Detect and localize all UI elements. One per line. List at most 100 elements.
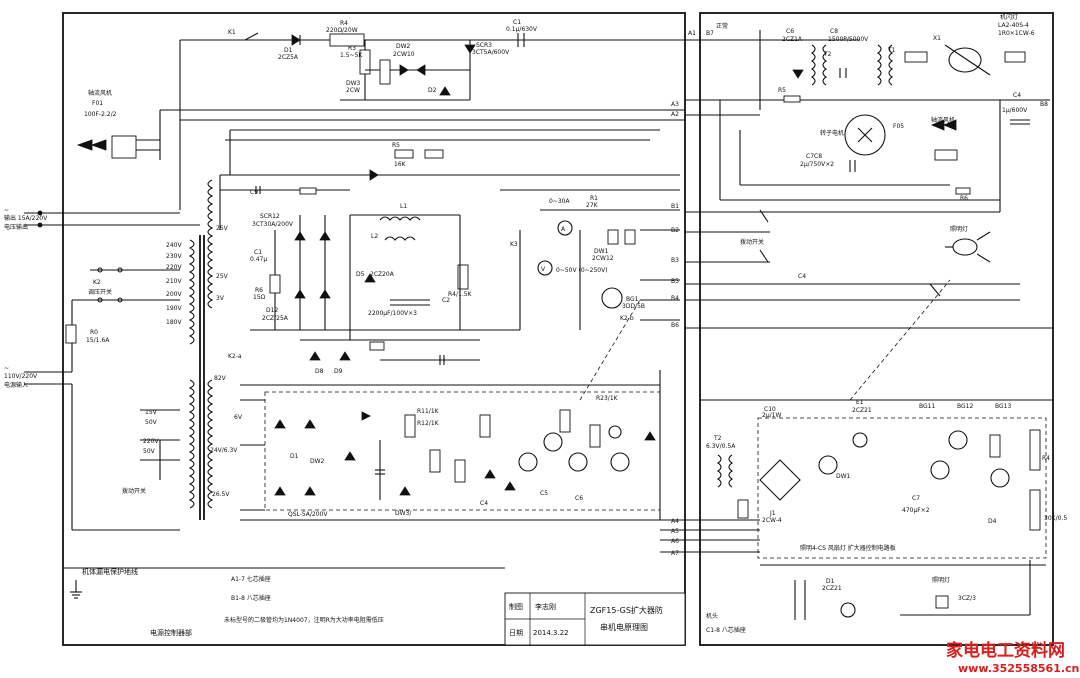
dc30a-label: 0~30A — [549, 198, 570, 205]
t1-label: T1 — [887, 47, 896, 54]
sec-25v-a: 25V — [216, 225, 229, 232]
lamp-r-label: 照明灯 — [950, 225, 968, 233]
voltmeter-icon — [537, 260, 553, 276]
bg13-label: BG13 — [995, 403, 1011, 410]
bg1-transistor-icon — [601, 287, 623, 309]
tap-230: 230V — [166, 253, 182, 260]
qsl-label: QSL-5A/200V — [288, 511, 328, 518]
dial-switch-label: 拨动开关 — [740, 238, 764, 246]
k2-caption: 调压开关 — [88, 288, 112, 296]
lamp-r-icon — [952, 238, 978, 256]
title-line-2: 串机电原理图 — [600, 622, 648, 632]
c1-top-label: C1 — [513, 19, 521, 26]
tap-200: 200V — [166, 291, 182, 298]
dw3b-label: DW3/ — [395, 510, 412, 517]
t2r-value: 6.3V/0.5A — [706, 443, 736, 450]
c10-label: C10 — [764, 406, 776, 413]
terminal-a3: A3 — [671, 101, 679, 108]
a-note: A1-7 七芯插座 — [231, 575, 271, 583]
bg14-transistor-icon — [990, 468, 1010, 488]
ground-note: 机体漏电保护地线 — [82, 567, 138, 576]
k2a-label: K2-a — [228, 353, 242, 360]
d2-label: D2 — [428, 87, 437, 94]
c4k-label: C4 — [798, 273, 806, 280]
terminal-b7: B7 — [706, 30, 714, 37]
lamp-r-bottom-icon — [935, 595, 949, 609]
terminal-a6: A6 — [671, 538, 679, 545]
r12-label: R12/1K — [417, 420, 440, 427]
right-note-1: 机头 — [706, 612, 718, 620]
d9-label: D9 — [334, 368, 343, 375]
terminal-a7: A7 — [671, 550, 679, 557]
c1m-label: C1 — [254, 249, 262, 256]
sec-3v: 3V — [216, 295, 225, 302]
sec-82v: 82V — [214, 375, 227, 382]
dw1-value: 2CW12 — [592, 255, 614, 262]
tube-caption: 正常 — [716, 22, 728, 30]
c2-value: 2200μF/100V×3 — [368, 310, 417, 317]
va-label: 0~50V (0~250V) — [556, 267, 608, 274]
input-label-2: 电源输入 — [4, 381, 28, 389]
fan2-icon — [930, 119, 957, 131]
title-block: 制图 李志刚 日期 2014.3.22 ZGF15-GS扩大器防 串机电原理图 — [504, 592, 686, 646]
lamp-b2-label: 3CZ/3 — [958, 595, 976, 602]
terminal-b2: B2 — [671, 227, 679, 234]
dw2-lower-label: DW2 — [310, 458, 325, 465]
d1-label: D1 — [284, 47, 293, 54]
gate-switch-label: 拨动开关 — [122, 487, 146, 495]
bg12-label: BG12 — [957, 403, 973, 410]
bridge-d1-label: D1 — [290, 453, 299, 460]
terminal-b5: B5 — [671, 278, 679, 285]
title-line-1: ZGF15-GS扩大器防 — [590, 605, 663, 615]
right-top-section: C6 2CZ1A T2 C8 1500P/5000V T1 X1 机闪灯 LA2… — [685, 13, 1050, 212]
l1-label: L1 — [400, 203, 407, 210]
output-label-2: 电压输出 — [4, 223, 28, 231]
c4r-label: C4 — [1013, 92, 1021, 99]
sec-265v: 26.5V — [212, 491, 230, 498]
scr3-label: SCR3 — [476, 42, 492, 49]
terminal-b3: B3 — [671, 257, 679, 264]
left-side: 轴流风机 F01 100F-2.2/2 ~ 输出 15A/220V 电压输出 ~… — [4, 89, 200, 531]
dw2-label: DW2 — [396, 43, 411, 50]
sec-25v-b: 25V — [216, 273, 229, 280]
bg11-label: BG11 — [919, 403, 935, 410]
watermark: 家电电工资料网 www.352558561.cn — [946, 640, 1079, 675]
c7r-value: 470μF×2 — [902, 507, 930, 514]
d12-value: 2CZ/25A — [262, 315, 289, 322]
lamp-b-icon — [840, 602, 856, 618]
tap-210: 210V — [166, 278, 182, 285]
tap-240: 240V — [166, 242, 182, 249]
drawn-name: 李志刚 — [535, 602, 556, 611]
r4r-value: 30K/0.5 — [1044, 515, 1067, 522]
terminal-a1: A1 — [688, 30, 696, 37]
bg-transistor-3 — [568, 452, 588, 472]
r6-label: R6 — [255, 287, 263, 294]
motor-icon — [844, 114, 886, 156]
d1b-value: 2CZ21 — [822, 585, 842, 592]
d5-value: 2CZ20A — [370, 271, 395, 278]
r23-label: R23/1K — [596, 395, 619, 402]
r6b-label: R6 — [960, 195, 968, 202]
k3-label: K3 — [510, 241, 518, 248]
r3-label: R3 — [348, 45, 356, 52]
control-board: D1 QSL-5A/200V DW2 R11/1K R12/1K DW3/ C4… — [240, 370, 661, 521]
terminal-a4: A4 — [671, 518, 679, 525]
bg12-transistor-icon — [948, 430, 968, 450]
dw3-label: DW3 — [346, 80, 361, 87]
output-label: 输出 15A/220V — [4, 214, 48, 222]
right-mid-section: 拨动开关 C4 照明灯 — [579, 209, 1053, 401]
c6top-value: 2CZ1A — [782, 36, 803, 43]
c1m-value: 0.47μ — [250, 256, 267, 263]
t2-label: T2 — [823, 51, 832, 58]
e1-value: 2CZ21 — [852, 407, 872, 414]
fan-icon — [76, 139, 107, 151]
dw1r-label: DW1 — [836, 473, 851, 480]
c5-label: C5 — [540, 490, 548, 497]
terminal-b6: B6 — [671, 322, 679, 329]
main-transformer: 240V 230V 220V 210V 200V 190V 180V 25V 2… — [166, 179, 243, 520]
fan-label: 轴流风机 — [88, 89, 112, 97]
lamp-label: 机闪灯 — [1000, 13, 1018, 21]
r0-value: 15/1.6A — [86, 337, 110, 344]
watermark-line-2: www.352558561.cn — [958, 662, 1079, 675]
c2-label: C2 — [442, 297, 450, 304]
